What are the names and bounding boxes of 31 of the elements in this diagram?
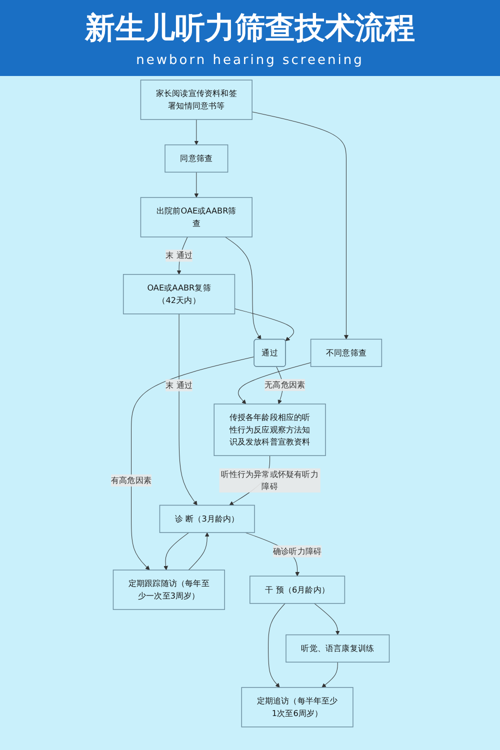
node-box: 同意筛查 (164, 144, 228, 173)
edge-label: 末 通过 (165, 250, 192, 260)
title: 新生儿听力筛查技术流程 (85, 10, 415, 48)
node-box: 不同意筛查 (310, 338, 382, 367)
edge-label: 有高危因素 (110, 475, 152, 485)
edge-label: 听性行为异常或怀疑有听力障碍 (221, 469, 318, 492)
node-box: 干 预（6月龄内） (249, 576, 345, 604)
node-box: 听觉、语言康复训练 (285, 634, 390, 663)
arrow (268, 603, 286, 688)
node-box: 家长阅读宣传资料和签署知情同意书等 (140, 80, 252, 120)
node-box: OAE或AABR复筛（42天内） (122, 274, 235, 314)
subtitle: newborn hearing screening (136, 53, 364, 68)
arrow (224, 236, 262, 340)
arrow (194, 172, 198, 198)
arrow (178, 314, 198, 506)
edge-label: 确诊听力障碍 (272, 546, 322, 556)
node-box: 定期追访（每半年至少1次至6周岁） (241, 687, 354, 728)
edge-label: 无高危因素 (264, 380, 305, 390)
arrow (314, 603, 340, 636)
arrow (130, 356, 254, 570)
arrow (194, 119, 198, 146)
node-box: 诊 断（3月龄内） (159, 504, 255, 533)
arrow (252, 112, 348, 340)
arrow (322, 662, 338, 688)
arrow (234, 308, 294, 342)
node-box: 定期跟踪随访（每年至少一次至3周岁） (112, 570, 225, 610)
node-box: 出院前OAE或AABR筛查 (140, 197, 252, 238)
node-box: 传授各年龄段相应的听性行为反应观察方法知识及发放科普宣教资料 (214, 404, 326, 456)
edge-label: 末 通过 (165, 380, 192, 390)
arrow (188, 532, 210, 570)
arrow (163, 532, 189, 570)
